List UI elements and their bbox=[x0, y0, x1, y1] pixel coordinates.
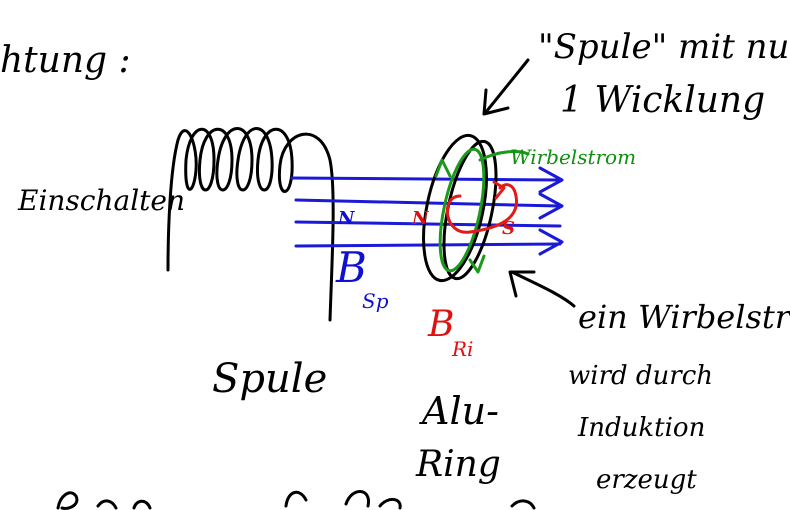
cut-off-text-bottom bbox=[56, 490, 536, 510]
coil bbox=[166, 127, 335, 322]
spule-label: Spule bbox=[212, 356, 327, 402]
ring-pole-n: N bbox=[411, 208, 430, 229]
spule-note-line1: "Spule" mit nur bbox=[538, 27, 790, 67]
wird-durch-label: wird durch bbox=[568, 361, 713, 391]
b-coil-subscript: Sp bbox=[362, 289, 389, 313]
ring-pole-s: S bbox=[502, 218, 515, 239]
einschalten-label: Einschalten bbox=[17, 184, 185, 217]
induktion-label: Induktion bbox=[577, 413, 705, 443]
b-ring-symbol: B bbox=[427, 304, 454, 345]
coil-pole-n: N bbox=[337, 208, 356, 229]
erzeugt-label: erzeugt bbox=[596, 465, 697, 495]
ring-label: Ring bbox=[415, 444, 501, 485]
alu-label: Alu- bbox=[419, 389, 499, 433]
heading-fragment: htung : bbox=[0, 40, 131, 81]
wirbelstrom-label: Wirbelstrom bbox=[510, 145, 636, 169]
coil-field-lines bbox=[290, 166, 564, 256]
b-ring-subscript: Ri bbox=[451, 337, 473, 361]
eddy-current-loop bbox=[434, 147, 530, 274]
b-coil-symbol: B bbox=[335, 243, 367, 292]
ring-induced-field bbox=[445, 180, 518, 234]
spule-note-line2: 1 Wicklung bbox=[560, 80, 765, 121]
pointer-arrows bbox=[482, 58, 576, 308]
ein-wirbelstrom-label: ein Wirbelstrom bbox=[578, 298, 790, 336]
